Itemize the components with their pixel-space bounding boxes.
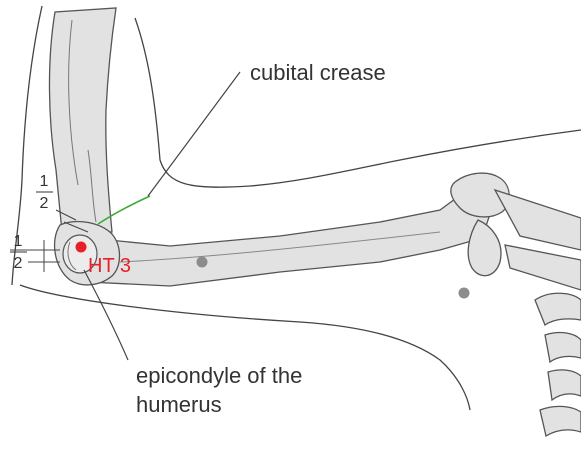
fraction-lower: 1 2	[10, 233, 27, 272]
svg-text:1: 1	[14, 233, 23, 250]
epicondyle-label-line2: humerus	[136, 392, 222, 417]
reference-marker-forearm	[197, 257, 208, 268]
ht3-label: HT 3	[88, 255, 131, 277]
cubital-crease-label: cubital crease	[250, 60, 386, 85]
fraction-upper: 1 2	[36, 173, 53, 212]
svg-text:2: 2	[14, 255, 23, 272]
ht3-acupoint-dot	[76, 242, 87, 253]
svg-text:2: 2	[40, 195, 49, 212]
reference-marker-wrist	[459, 288, 470, 299]
forearm-bones	[88, 188, 490, 286]
cubital-crease-leader	[148, 72, 240, 196]
hand-bones	[451, 173, 581, 436]
humerus-bone	[49, 8, 116, 232]
epicondyle-label-line1: epicondyle of the	[136, 363, 302, 388]
svg-text:1: 1	[40, 173, 49, 190]
